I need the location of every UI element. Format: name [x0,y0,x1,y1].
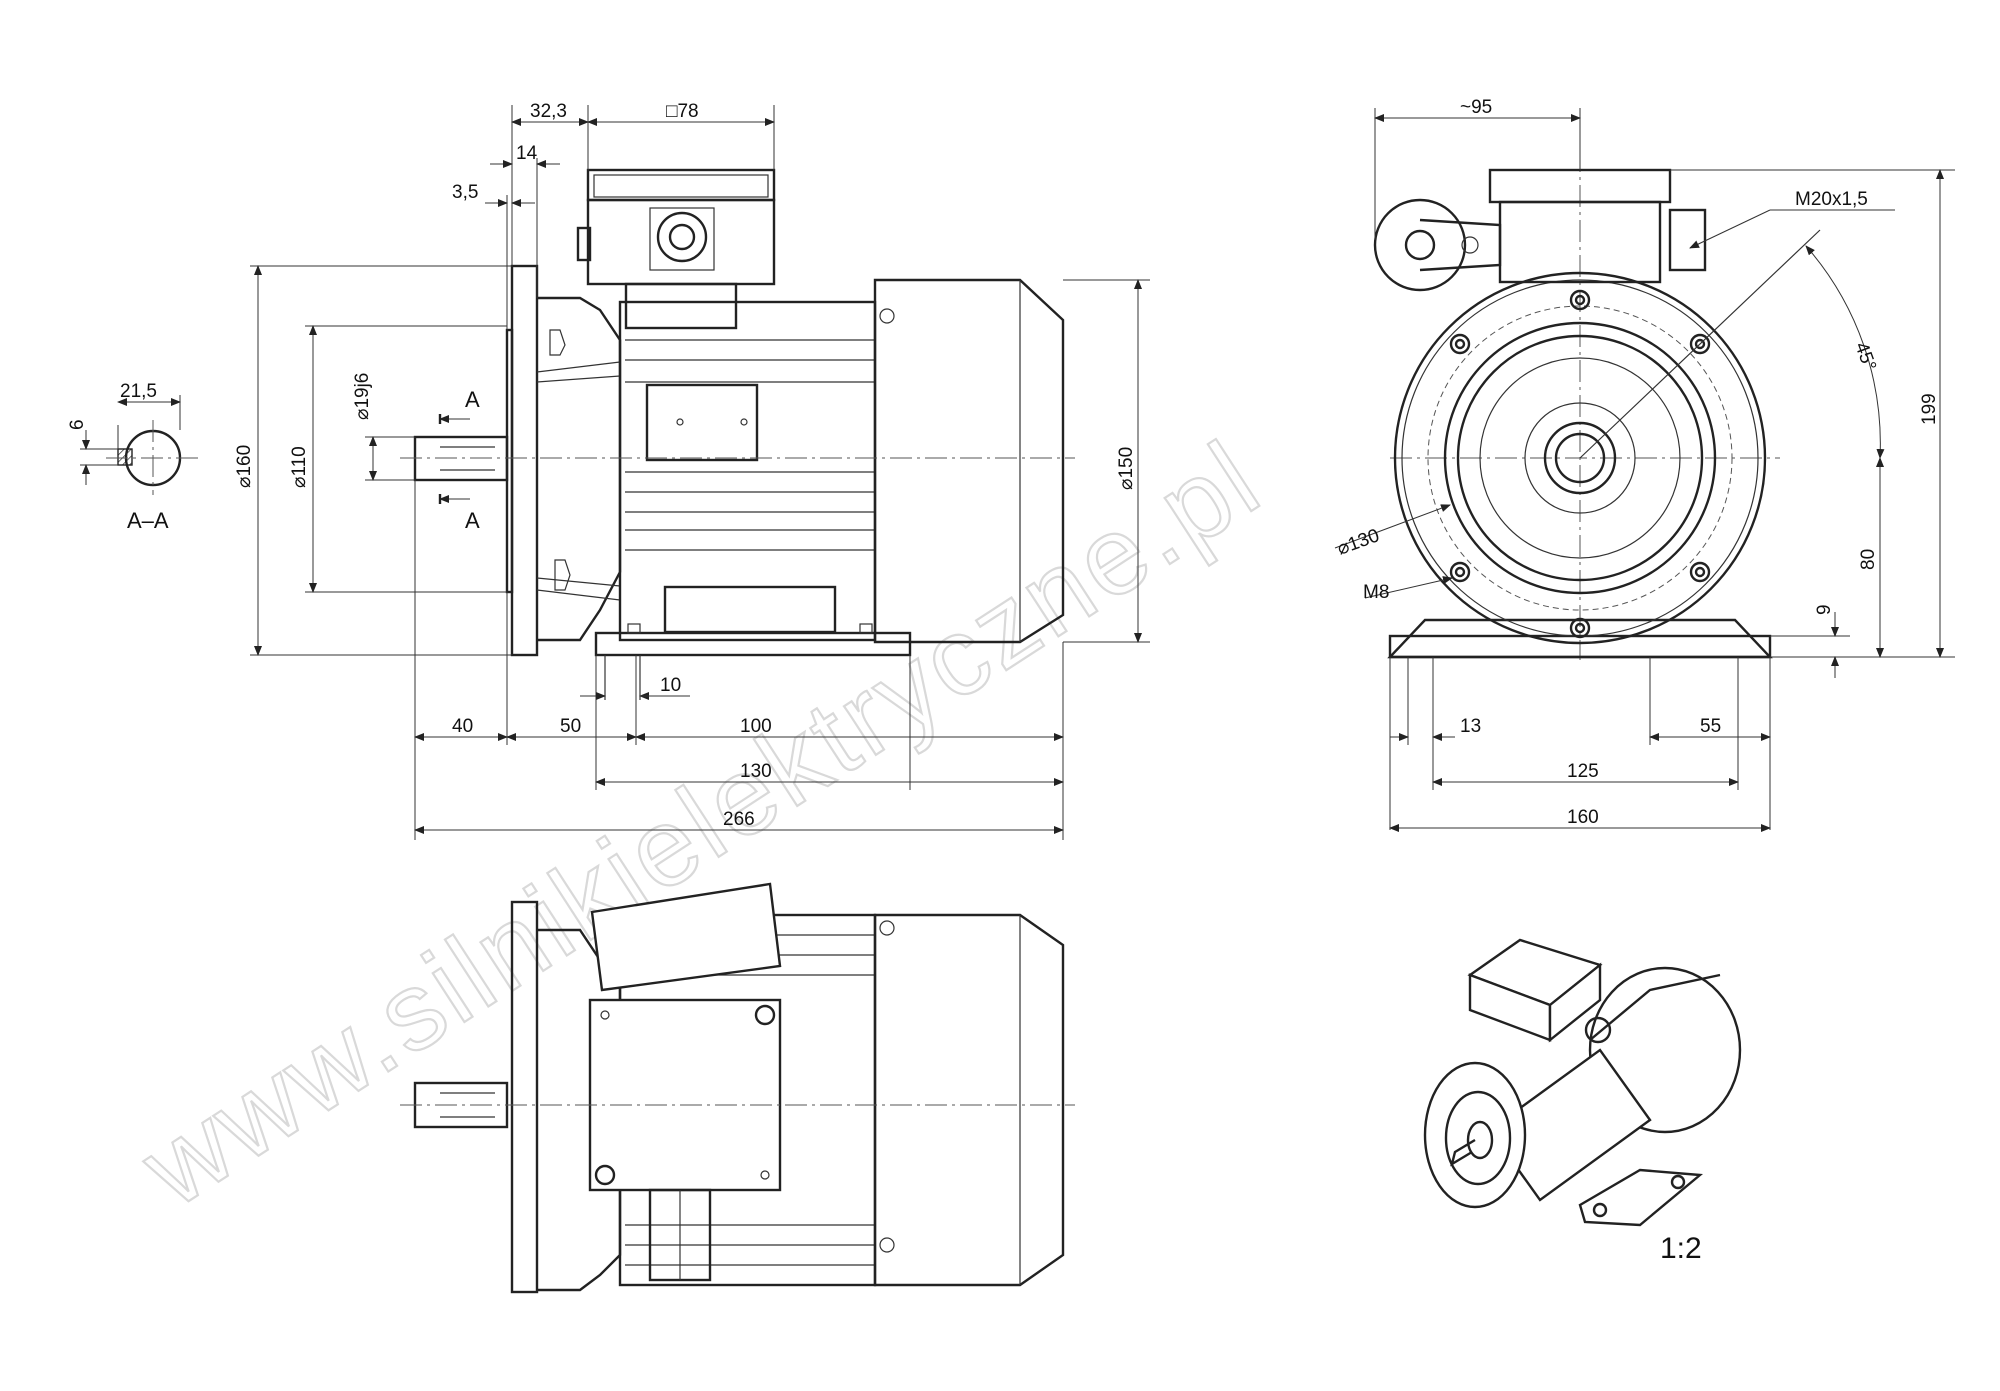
dim-housing-dia: ⌀150 [1116,447,1137,490]
dim-angle: 45° [1850,340,1880,374]
dim-bolt: M8 [1363,582,1389,603]
dim-box-offset: ~95 [1460,97,1492,118]
dim-total-width: 160 [1567,807,1599,828]
dim-end-foot-hole: 13 [1460,716,1481,737]
dim-height: 199 [1919,393,1940,425]
dim-shaft-dia: ⌀19j6 [352,373,373,420]
dim-total-len: 266 [723,809,755,830]
dim-shaft-height: 80 [1858,549,1879,570]
dim-pcd: ⌀130 [1335,525,1383,559]
dim-shaft-len: 40 [452,716,473,737]
end-view: ~95 M20x1,5 45° 199 80 9 ⌀130 M8 [1335,97,1955,832]
dim-gland: M20x1,5 [1795,189,1868,210]
dim-foot-width: 55 [1700,716,1721,737]
dim-end-foot-span: 125 [1567,761,1599,782]
top-view [400,882,1075,1294]
dim-foot-len: 130 [740,761,772,782]
section-cut-top: A [465,387,480,412]
dim-foot-thk: 9 [1814,604,1835,615]
section-label: A–A [127,508,169,533]
dim-flange-offset: 32,3 [530,101,567,122]
side-view: A A [234,101,1150,840]
dim-flange-thk: 3,5 [452,182,478,203]
dim-foot-dist: 50 [560,716,581,737]
dim-spigot: 14 [516,143,538,164]
scale-label: 1:2 [1660,1232,1702,1265]
dim-foot-hole: 10 [660,675,681,696]
isometric-view [1423,938,1742,1227]
section-key-depth-dim: 21,5 [120,381,157,402]
section-a-a: 21,5 6 A–A [67,381,200,533]
section-key-width-dim: 6 [67,419,88,430]
dim-flange-dia: ⌀160 [234,445,255,488]
dim-spigot-dia: ⌀110 [289,446,310,488]
section-cut-bottom: A [465,508,480,533]
dim-terminal-box: □78 [666,101,699,122]
dim-foot-span: 100 [740,716,772,737]
